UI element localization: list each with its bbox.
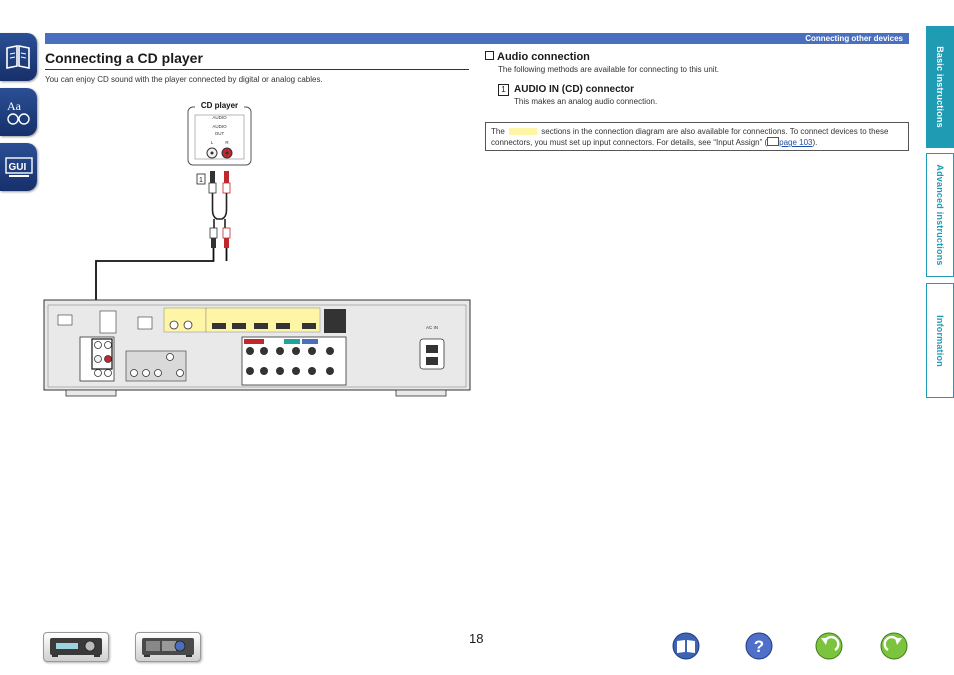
- svg-text:GUI: GUI: [9, 162, 27, 173]
- note-text-end: ).: [812, 138, 818, 147]
- reference-icon: [767, 137, 780, 146]
- note-text-before: The: [491, 127, 505, 136]
- cd-player-device: CD player AUDIO AUDIO OUT L R: [187, 99, 252, 166]
- connector-number: 1: [498, 84, 509, 96]
- tab-advanced-instructions[interactable]: Advanced instructions: [926, 153, 954, 277]
- ac-in-label: AC IN: [426, 325, 438, 330]
- tab-basic-instructions-label: Basic instructions: [935, 46, 945, 128]
- gui-icon: GUI: [5, 157, 33, 177]
- cd-player-label: CD player: [201, 101, 238, 110]
- contents-tab[interactable]: [0, 33, 37, 81]
- audio-connection-subtitle: The following methods are available for …: [498, 65, 720, 74]
- audio-out-label-2: OUT: [215, 131, 225, 136]
- audio-group-label: AUDIO: [212, 115, 227, 120]
- checkbox-icon: [485, 51, 494, 60]
- note-text-after: sections in the connection diagram are a…: [491, 127, 889, 147]
- page-number: 18: [469, 631, 484, 646]
- connection-diagram: CD player AUDIO AUDIO OUT L R 1: [43, 99, 471, 397]
- left-channel-label: L: [211, 140, 214, 145]
- audio-connection-title: Audio connection: [497, 51, 590, 63]
- header-bar: Connecting other devices: [45, 33, 909, 44]
- book-icon[interactable]: [672, 632, 700, 660]
- page-link[interactable]: page 103: [779, 138, 813, 147]
- audio-out-label-1: AUDIO: [212, 124, 227, 129]
- front-panel-icon: [50, 638, 102, 657]
- front-panel-button[interactable]: [43, 632, 109, 662]
- intro-text: You can enjoy CD sound with the player c…: [45, 75, 323, 84]
- connector-heading: AUDIO IN (CD) connector: [514, 84, 634, 95]
- page-title: Connecting a CD player: [45, 50, 203, 66]
- cable-number: 1: [199, 177, 203, 184]
- remote-control-button[interactable]: [135, 632, 201, 662]
- index-icon: Aa: [7, 99, 30, 125]
- connector-description: This makes an analog audio connection.: [514, 97, 658, 106]
- right-channel-label: R: [225, 140, 229, 145]
- tab-information[interactable]: Information: [926, 283, 954, 398]
- tab-information-label: Information: [935, 314, 945, 367]
- index-tab[interactable]: Aa: [0, 88, 37, 136]
- back-icon[interactable]: [815, 632, 843, 660]
- gui-tab[interactable]: GUI: [0, 143, 37, 191]
- tab-advanced-instructions-label: Advanced instructions: [935, 164, 945, 266]
- svg-text:?: ?: [754, 637, 764, 656]
- receiver-rear-panel: AC IN: [43, 299, 471, 397]
- forward-icon[interactable]: [880, 632, 908, 660]
- note-box: The sections in the connection diagram a…: [485, 122, 909, 151]
- header-section-label: Connecting other devices: [805, 34, 903, 43]
- rear-panel-icon: [142, 638, 194, 657]
- audio-connection-heading: Audio connection: [485, 51, 590, 63]
- contents-icon: [6, 45, 30, 69]
- title-divider: [45, 69, 469, 70]
- yellow-highlight-swatch: [509, 128, 538, 135]
- svg-text:Aa: Aa: [7, 99, 22, 113]
- help-icon[interactable]: ?: [745, 632, 773, 660]
- tab-basic-instructions[interactable]: Basic instructions: [926, 26, 954, 148]
